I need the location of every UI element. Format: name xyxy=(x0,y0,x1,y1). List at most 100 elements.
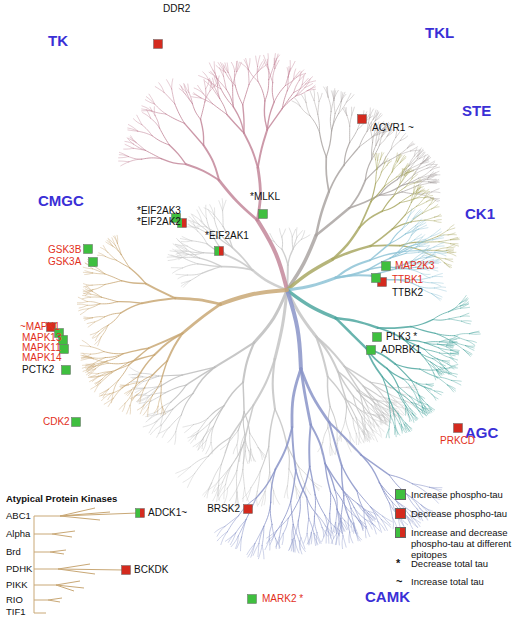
tree-branch xyxy=(400,156,406,163)
tree-branch xyxy=(244,133,258,167)
tree-branch xyxy=(230,405,253,437)
tree-branch xyxy=(419,402,425,407)
tree-branch xyxy=(391,141,400,149)
tree-branch xyxy=(218,63,225,73)
legend-text: Increase phospho-tau xyxy=(411,489,523,500)
tree-branch xyxy=(390,229,402,244)
tree-branch xyxy=(130,268,146,284)
tree-branch xyxy=(281,237,283,249)
tree-branch xyxy=(417,243,426,247)
tree-branch xyxy=(158,396,161,406)
tree-branch xyxy=(434,221,441,223)
tree-branch xyxy=(461,313,469,316)
tree-branch xyxy=(346,108,348,116)
tree-branch xyxy=(464,350,472,354)
tree-branch xyxy=(462,321,471,324)
tree-branch xyxy=(419,190,425,192)
tree-branch xyxy=(83,290,93,292)
tree-branch xyxy=(110,240,116,246)
tree-branch xyxy=(422,155,426,164)
tree-branch xyxy=(145,150,161,158)
tree-branch xyxy=(347,115,350,126)
tree-branch xyxy=(469,331,479,333)
tree-branch xyxy=(329,165,344,192)
marker-square xyxy=(62,366,71,375)
tree-branch xyxy=(464,350,471,357)
tree-branch xyxy=(269,524,272,539)
tree-branch xyxy=(423,246,429,253)
tree-branch xyxy=(291,502,294,525)
tree-branch xyxy=(307,533,311,544)
tree-branch xyxy=(149,421,157,433)
tree-branch xyxy=(288,68,290,77)
tau-marker xyxy=(84,245,93,254)
tree-branch xyxy=(137,115,142,125)
tree-branch xyxy=(412,174,418,179)
tree-branch xyxy=(235,85,243,105)
tree-branch xyxy=(267,535,274,544)
kinase-label: BCKDK xyxy=(134,564,168,576)
tree-branch xyxy=(307,519,309,534)
tree-branch xyxy=(411,320,433,327)
tree-branch xyxy=(251,471,260,487)
tree-branch xyxy=(79,305,87,308)
tree-branch xyxy=(142,125,152,136)
tree-branch xyxy=(370,109,374,118)
tree-branch xyxy=(435,391,442,395)
kinase-label: *EIF2AK2 xyxy=(137,216,181,228)
tree-branch xyxy=(249,70,258,81)
tree-branch xyxy=(347,95,354,102)
tree-branch xyxy=(92,269,104,274)
tree-branch xyxy=(204,208,214,215)
tree-branch xyxy=(213,486,219,501)
tree-branch xyxy=(434,246,444,247)
tree-branch xyxy=(233,445,237,454)
tree-branch xyxy=(100,302,117,304)
tree-branch xyxy=(201,98,213,104)
tree-branch xyxy=(412,171,416,179)
tree-branch xyxy=(394,187,405,196)
tree-branch xyxy=(331,91,334,101)
tree-branch xyxy=(113,380,118,392)
tree-branch xyxy=(322,527,324,537)
tree-branch xyxy=(406,405,411,414)
tree-branch xyxy=(414,181,421,183)
tree-branch xyxy=(91,294,102,297)
tree-branch xyxy=(339,102,347,114)
tree-branch xyxy=(293,239,301,249)
tree-branch xyxy=(380,483,390,503)
tree-branch xyxy=(417,148,421,156)
tree-branch xyxy=(391,138,395,149)
tree-branch xyxy=(433,312,449,320)
tree-branch xyxy=(399,424,402,431)
tree-branch xyxy=(207,244,226,255)
marker-square xyxy=(454,424,463,433)
tree-branch xyxy=(177,254,188,255)
tree-branch xyxy=(155,116,159,128)
tree-branch xyxy=(346,507,351,521)
tree-branch xyxy=(324,87,329,97)
tree-branch xyxy=(328,376,345,398)
tree-branch xyxy=(382,163,385,171)
tree-branch xyxy=(249,433,251,449)
tree-branch xyxy=(148,396,152,408)
tree-branch xyxy=(301,538,305,549)
tree-branch xyxy=(289,228,292,237)
tree-branch xyxy=(142,397,148,407)
tree-branch xyxy=(435,252,446,256)
tree-branch xyxy=(83,285,92,287)
tree-branch xyxy=(376,160,377,170)
tree-branch xyxy=(439,240,450,242)
tree-branch xyxy=(215,343,254,368)
tree-branch xyxy=(389,416,390,429)
tree-branch xyxy=(280,229,282,237)
tree-branch xyxy=(173,268,183,273)
tree-branch xyxy=(390,250,407,259)
tree-branch xyxy=(299,541,302,554)
tree-branch xyxy=(443,361,450,364)
tree-branch xyxy=(367,513,372,521)
tree-branch xyxy=(391,416,395,428)
tree-branch xyxy=(232,442,244,465)
